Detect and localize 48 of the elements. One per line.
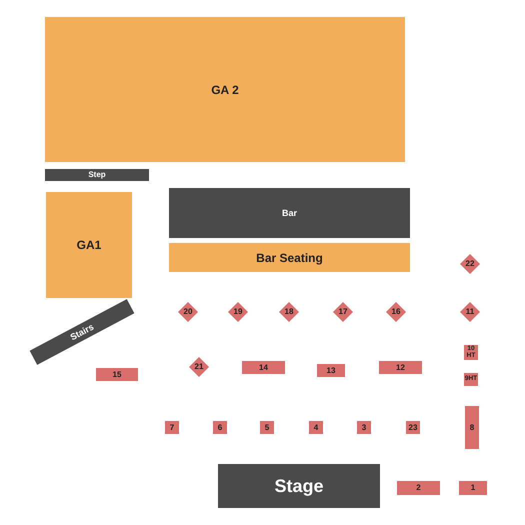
table-section <box>165 421 179 434</box>
section-label: 5 <box>264 424 270 432</box>
section-label: 22 <box>466 260 474 268</box>
table-section <box>465 406 479 449</box>
section-label: 4 <box>314 424 318 432</box>
section-label: 13 <box>326 366 336 374</box>
section-label: 21 <box>194 363 204 371</box>
table-section <box>406 421 420 434</box>
section-label: 11 <box>466 308 474 316</box>
table-section <box>96 368 138 381</box>
section-label: Step <box>88 171 106 179</box>
section-label: 19 <box>234 308 242 316</box>
bar-counter <box>169 188 410 238</box>
section-label: Stage <box>274 477 324 495</box>
table-section <box>213 421 227 434</box>
section-label: Stairs <box>68 322 96 342</box>
general-admission-area <box>45 17 405 162</box>
section-label: 18 <box>284 308 294 316</box>
section-label: 16 <box>392 308 400 316</box>
section-label: 2 <box>416 484 421 492</box>
section-label: 6 <box>218 424 222 432</box>
section-label: 1 <box>470 484 476 492</box>
section-label: 23 <box>408 424 418 432</box>
table-section <box>379 361 422 374</box>
section-label: 12 <box>396 364 405 372</box>
section-label: Bar <box>282 208 297 218</box>
table-section <box>260 421 274 434</box>
section-label: 8 <box>470 424 474 432</box>
section-label: Bar Seating <box>256 252 323 264</box>
step-platform <box>45 169 149 181</box>
table-section <box>357 421 371 434</box>
bar-seating-area <box>169 243 410 272</box>
table-section <box>242 361 285 374</box>
section-label: GA1 <box>76 239 102 251</box>
section-label: 15 <box>112 370 122 378</box>
section-label: 20 <box>184 308 192 316</box>
section-label: 3 <box>362 424 366 432</box>
table-section <box>464 373 478 386</box>
table-section <box>309 421 323 434</box>
table-section <box>459 481 487 495</box>
section-label: 7 <box>170 424 174 432</box>
general-admission-area <box>46 192 132 298</box>
section-label: GA 2 <box>211 84 239 96</box>
table-section <box>317 364 345 377</box>
stage <box>218 464 380 508</box>
table-section <box>397 481 440 495</box>
section-label: 14 <box>259 364 268 372</box>
section-label: 17 <box>338 308 348 316</box>
